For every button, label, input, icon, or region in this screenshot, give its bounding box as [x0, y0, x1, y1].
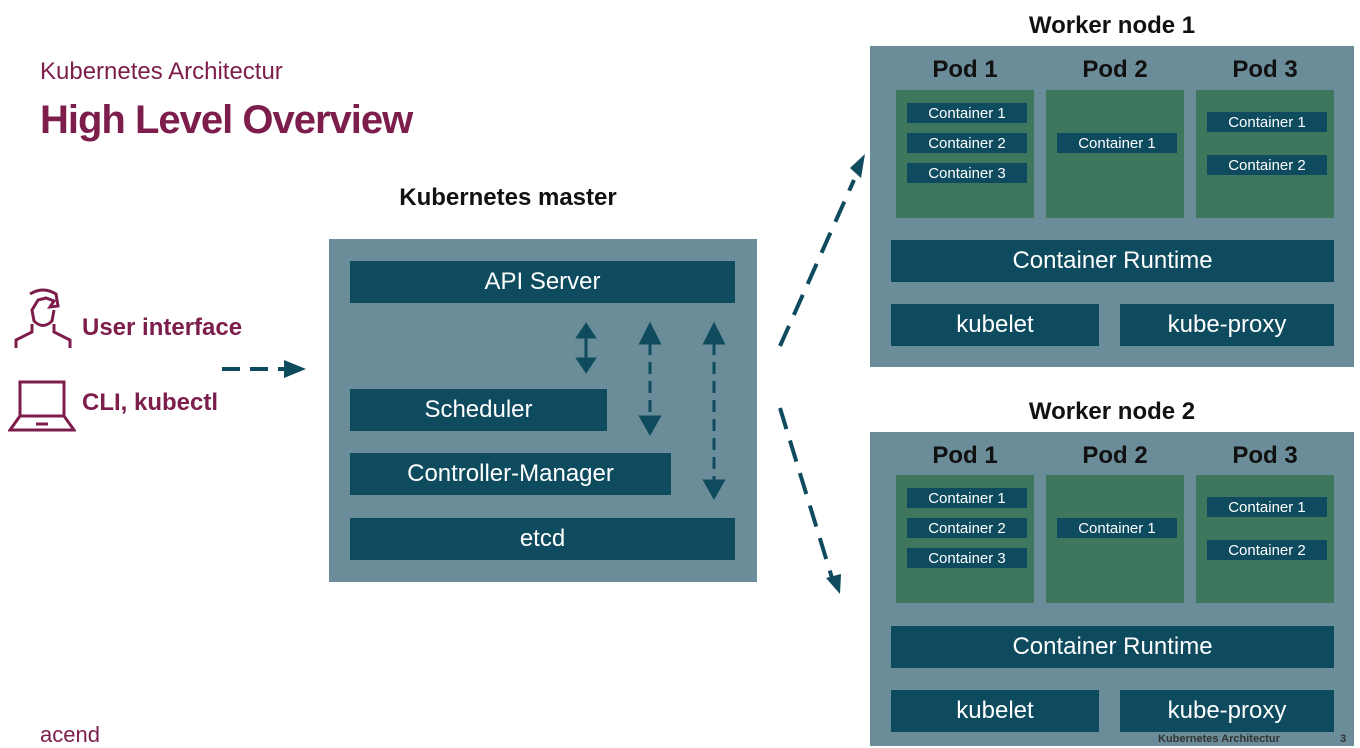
- container-box: Container 3: [907, 163, 1027, 183]
- laptop-icon: [8, 380, 76, 432]
- master-to-nodes-arrows: [778, 154, 865, 594]
- worker-node-1-panel: Pod 1 Pod 2 Pod 3 Container 1 Container …: [870, 46, 1354, 367]
- pod-2-label: Pod 2: [1082, 442, 1148, 469]
- container-box: Container 2: [1207, 540, 1327, 560]
- etcd: etcd: [350, 518, 735, 560]
- pod-1-label: Pod 1: [932, 56, 998, 83]
- pod-1: Container 1 Container 2 Container 3: [896, 475, 1034, 603]
- pod-2-label: Pod 2: [1082, 56, 1148, 83]
- container-box: Container 1: [1207, 497, 1327, 517]
- scheduler: Scheduler: [350, 389, 607, 431]
- container-box: Container 1: [1207, 112, 1327, 132]
- pod-2: Container 1: [1046, 90, 1184, 218]
- slide-subtitle: Kubernetes Architectur: [40, 58, 283, 85]
- container-box: Container 2: [907, 133, 1027, 153]
- acend-logo: acend: [40, 722, 100, 747]
- container-box: Container 3: [907, 548, 1027, 568]
- container-runtime: Container Runtime: [891, 626, 1334, 668]
- worker-node-1-title: Worker node 1: [1028, 12, 1196, 39]
- pod-3-label: Pod 3: [1232, 442, 1298, 469]
- worker-node-2-panel: Pod 1 Pod 2 Pod 3 Container 1 Container …: [870, 432, 1354, 746]
- pod-1: Container 1 Container 2 Container 3: [896, 90, 1034, 218]
- kubelet: kubelet: [891, 690, 1099, 732]
- user-interface-label: User interface: [82, 314, 243, 341]
- kubelet: kubelet: [891, 304, 1099, 346]
- master-title: Kubernetes master: [399, 184, 617, 211]
- user-icon: [14, 288, 72, 348]
- controller-manager: Controller-Manager: [350, 453, 671, 495]
- slide-title: High Level Overview: [40, 98, 413, 142]
- api-server: API Server: [350, 261, 735, 303]
- container-box: Container 2: [1207, 155, 1327, 175]
- pod-3-label: Pod 3: [1232, 56, 1298, 83]
- cli-label: CLI, kubectl: [82, 389, 219, 416]
- container-box: Container 1: [1057, 133, 1177, 153]
- footer-topic: Kubernetes Architectur: [1158, 733, 1280, 745]
- page-number: 3: [1340, 733, 1347, 745]
- container-box: Container 1: [907, 103, 1027, 123]
- client-to-master-arrow: [222, 360, 306, 378]
- container-box: Container 2: [907, 518, 1027, 538]
- pod-3: Container 1 Container 2: [1196, 475, 1334, 603]
- container-box: Container 1: [1057, 518, 1177, 538]
- pod-3: Container 1 Container 2: [1196, 90, 1334, 218]
- kube-proxy: kube-proxy: [1120, 690, 1334, 732]
- master-internal-arrows: [575, 321, 726, 501]
- pod-2: Container 1: [1046, 475, 1184, 603]
- master-panel: API Server Scheduler Controller-Manager …: [329, 239, 757, 582]
- worker-node-2-title: Worker node 2: [1028, 398, 1196, 425]
- container-runtime: Container Runtime: [891, 240, 1334, 282]
- pod-1-label: Pod 1: [932, 442, 998, 469]
- container-box: Container 1: [907, 488, 1027, 508]
- kube-proxy: kube-proxy: [1120, 304, 1334, 346]
